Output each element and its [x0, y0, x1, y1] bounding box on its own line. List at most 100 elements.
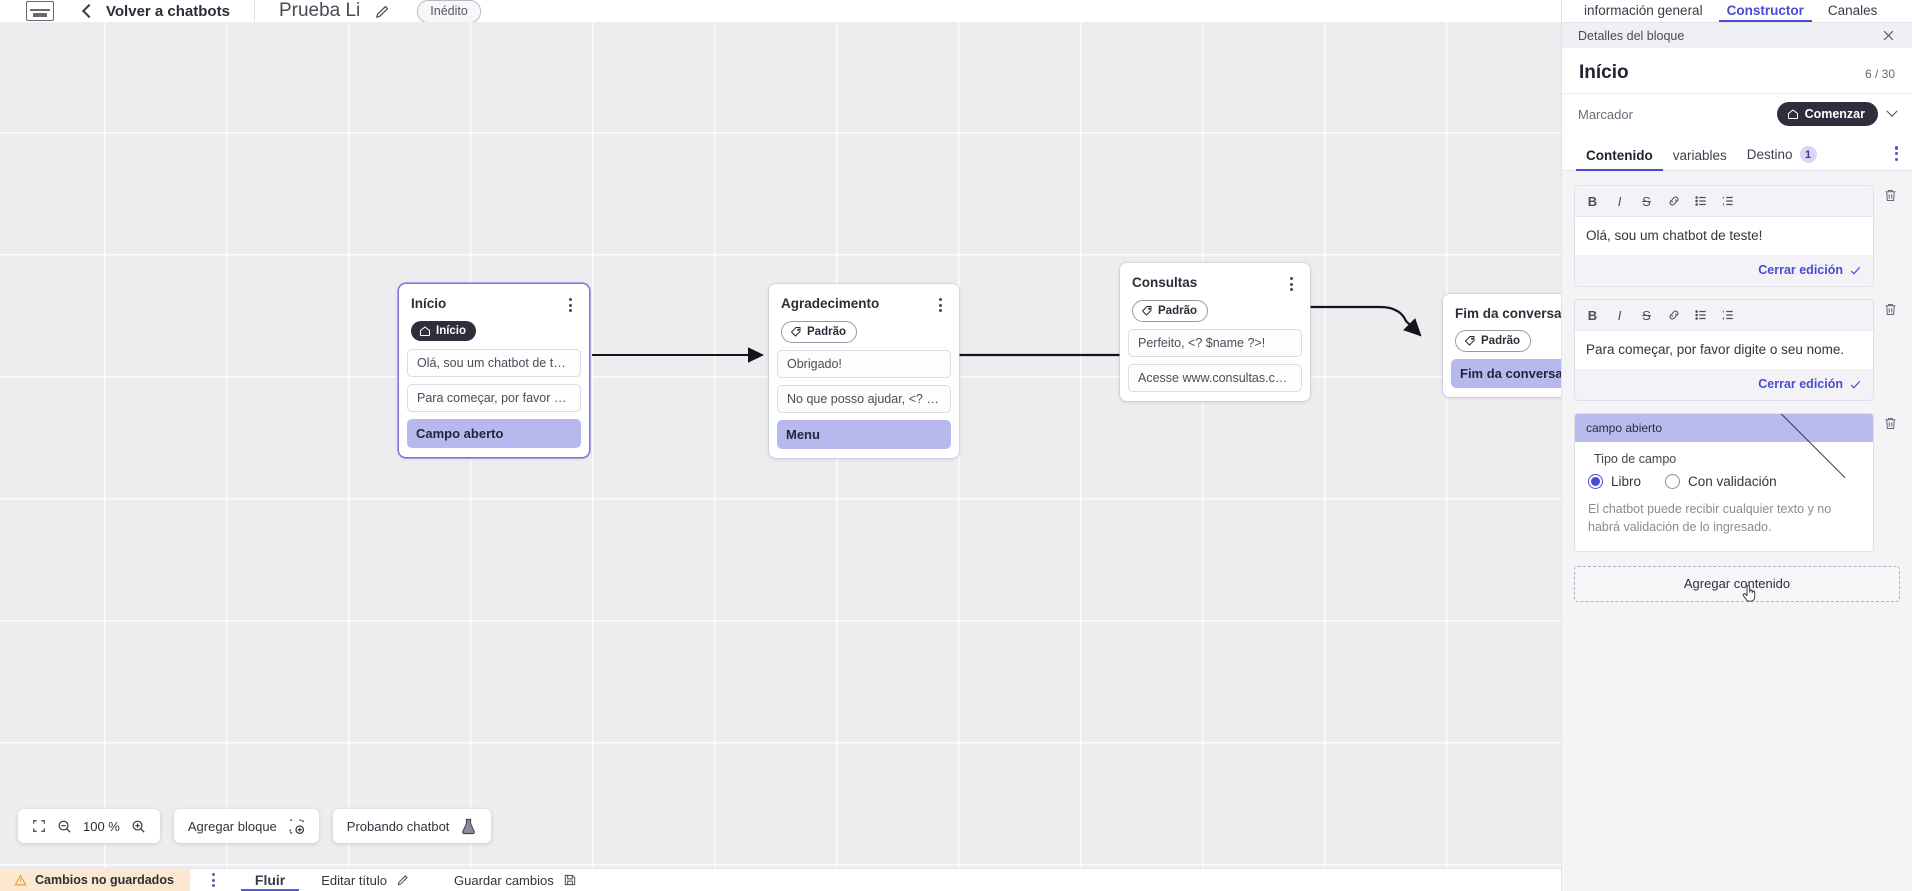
chevron-down-icon[interactable] — [1886, 105, 1898, 117]
editor-footer: Cerrar edición — [1575, 255, 1873, 287]
save-changes-button[interactable]: Guardar cambios — [454, 873, 577, 888]
tag-icon — [1464, 336, 1475, 346]
save-disk-icon — [564, 874, 575, 886]
add-content-label: Agregar contenido — [1683, 576, 1791, 592]
tab-informacion-general[interactable]: información general — [1584, 3, 1703, 18]
trash-icon — [1885, 189, 1895, 202]
link-icon[interactable] — [1660, 190, 1687, 212]
content-editor-row: B I S — [1574, 299, 1900, 402]
node-field-chip[interactable]: Campo aberto — [407, 419, 581, 448]
panel-subheader: Detalles del bloque — [1562, 22, 1912, 48]
delete-content-button[interactable] — [1880, 185, 1900, 203]
warning-triangle-icon — [14, 874, 27, 885]
node-message[interactable]: Olá, sou um chatbot de teste! — [407, 349, 581, 377]
marker-pill-comenzar[interactable]: Comenzar — [1776, 102, 1878, 126]
campo-abierto-body: Tipo de campo Libro Con validación E — [1575, 442, 1873, 551]
panel-overflow-menu-icon[interactable] — [1894, 146, 1898, 170]
tag-icon — [790, 327, 801, 337]
editor-text[interactable]: Olá, sou um chatbot de teste! — [1575, 217, 1873, 256]
link-icon[interactable] — [1660, 304, 1687, 326]
editor-text[interactable]: Para começar, por favor digite o seu nom… — [1575, 331, 1873, 370]
tab-contenido[interactable]: Contenido — [1576, 148, 1663, 171]
numbered-list-icon[interactable] — [1714, 190, 1741, 212]
save-changes-label: Guardar cambios — [454, 872, 554, 888]
marker-label: Marcador — [1578, 106, 1633, 122]
node-header: Agradecimento — [769, 294, 959, 312]
pencil-icon — [397, 875, 408, 886]
node-message[interactable]: Para começar, por favor digite o ... — [407, 384, 581, 412]
tab-variables[interactable]: variables — [1663, 148, 1737, 170]
zoom-in-icon — [132, 820, 145, 833]
node-message[interactable]: Acesse www.consultas.com par... — [1128, 364, 1302, 392]
back-chevron-icon[interactable] — [81, 3, 97, 19]
brand-logo-icon[interactable] — [26, 1, 54, 21]
node-message[interactable]: Obrigado! — [777, 350, 951, 378]
pencil-icon[interactable] — [374, 3, 391, 20]
radio-option-libro[interactable]: Libro — [1588, 474, 1642, 490]
tab-fluir[interactable]: Fluir — [240, 869, 300, 891]
radio-libro[interactable] — [1588, 474, 1603, 490]
node-header: Consultas — [1120, 273, 1310, 291]
campo-abierto-card: campo abierto Tipo de campo Libro — [1574, 413, 1874, 552]
delete-content-button[interactable] — [1880, 299, 1900, 317]
bulleted-list-icon[interactable] — [1687, 190, 1714, 212]
tab-constructor[interactable]: Constructor — [1715, 3, 1816, 22]
node-field-chip[interactable]: Menu — [777, 420, 951, 449]
radio-libro-label: Libro — [1611, 474, 1642, 490]
delete-field-button[interactable] — [1880, 413, 1900, 431]
close-icon[interactable] — [1881, 28, 1896, 43]
edit-title-button[interactable]: Editar título — [321, 873, 410, 888]
italic-icon[interactable]: I — [1617, 193, 1622, 209]
content-editor-row: B I S — [1574, 185, 1900, 288]
status-more-icon[interactable] — [211, 873, 215, 887]
flow-node-agradecimento[interactable]: Agradecimento Padrão Obrigado! No que po… — [769, 284, 959, 458]
panel-subheader-label: Detalles del bloque — [1578, 28, 1685, 43]
node-title: Agradecimento — [781, 296, 880, 311]
edit-title-label: Editar título — [321, 872, 388, 888]
node-tag-label: Padrão — [1158, 305, 1197, 317]
add-content-button[interactable]: Agregar contenido — [1574, 565, 1900, 602]
marker-pill-label: Comenzar — [1804, 107, 1865, 121]
italic-icon[interactable]: I — [1617, 307, 1622, 323]
bulleted-list-icon[interactable] — [1687, 304, 1714, 326]
node-menu-icon[interactable] — [563, 296, 577, 312]
add-block-label: Agregar bloque — [187, 818, 277, 834]
close-edit-button[interactable]: Cerrar edición — [1758, 263, 1862, 277]
node-title: Consultas — [1132, 275, 1198, 290]
node-tag-padrao: Padrão — [781, 321, 857, 343]
radio-option-con-validacion[interactable]: Con validación — [1665, 474, 1777, 490]
back-to-chatbots-link[interactable]: Volver a chatbots — [106, 2, 230, 20]
radio-con-validacion[interactable] — [1665, 474, 1681, 490]
node-menu-icon[interactable] — [933, 296, 947, 312]
strikethrough-icon[interactable]: S — [1642, 307, 1651, 323]
rich-text-editor[interactable]: B I S — [1574, 185, 1874, 288]
flow-node-fim-da-conversa[interactable]: Fim da conversa Padrão Fim da conversa — [1443, 294, 1561, 397]
unsaved-changes-indicator: Cambios no guardados — [0, 869, 190, 891]
marker-row: Marcador Comenzar — [1562, 94, 1912, 137]
flow-node-consultas[interactable]: Consultas Padrão Perfeito, <? $name ?>! … — [1120, 263, 1310, 401]
test-chatbot-button[interactable]: Probando chatbot — [332, 809, 492, 843]
numbered-list-icon[interactable] — [1714, 304, 1741, 326]
flow-canvas[interactable]: Início Início Olá, sou um chatbot de tes… — [0, 22, 1561, 869]
flow-node-inicio[interactable]: Início Início Olá, sou um chatbot de tes… — [399, 284, 589, 457]
add-block-button[interactable]: Agregar bloque — [173, 809, 319, 843]
bold-icon[interactable]: B — [1587, 193, 1598, 209]
rich-text-editor[interactable]: B I S — [1574, 299, 1874, 402]
bottom-status-bar: Cambios no guardados Fluir Editar título… — [0, 868, 1561, 891]
tab-canales[interactable]: Canales — [1827, 3, 1878, 18]
node-field-chip[interactable]: Fim da conversa — [1451, 359, 1561, 388]
strikethrough-icon[interactable]: S — [1642, 193, 1651, 209]
unsaved-label: Cambios no guardados — [35, 873, 174, 887]
bold-icon[interactable]: B — [1587, 307, 1598, 323]
node-message[interactable]: No que posso ajudar, <? $name ... — [777, 385, 951, 413]
zoom-out-icon — [58, 820, 71, 833]
node-message[interactable]: Perfeito, <? $name ?>! — [1128, 329, 1302, 357]
campo-abierto-header[interactable]: campo abierto — [1575, 414, 1873, 483]
node-menu-icon[interactable] — [1284, 275, 1298, 291]
check-icon — [1850, 266, 1861, 275]
tab-destino[interactable]: Destino 1 — [1737, 146, 1827, 170]
close-edit-button[interactable]: Cerrar edición — [1758, 377, 1862, 391]
editor-toolbar: B I S — [1575, 186, 1873, 217]
flask-icon — [462, 818, 476, 834]
status-badge: Inédito — [417, 0, 481, 22]
